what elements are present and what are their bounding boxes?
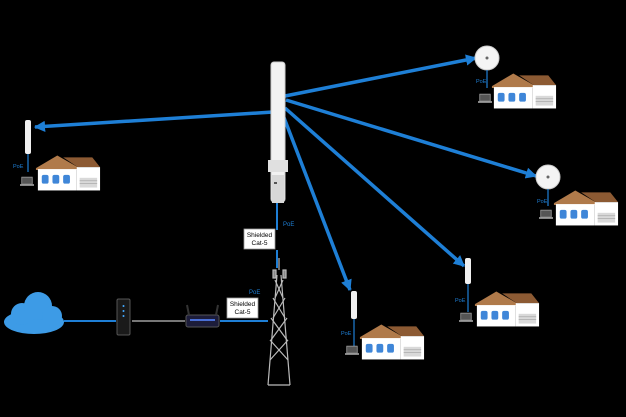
- link-left-cpe: [33, 110, 274, 132]
- house-icon: [474, 290, 540, 327]
- modem-icon: [116, 298, 131, 336]
- cpe-antenna-icon: [465, 258, 471, 284]
- poe-injector-icon: [345, 345, 359, 356]
- cpe-antenna-icon: [351, 291, 357, 319]
- cloud-icon: [4, 292, 64, 334]
- poe-injector-icon: [539, 209, 553, 220]
- house-icon: [35, 154, 101, 191]
- poe-label: PoE: [341, 331, 352, 337]
- wireless-links: [33, 54, 538, 292]
- client-site-top-right: PoE: [474, 45, 557, 109]
- omni-antenna-icon: [268, 61, 288, 203]
- cpe-antenna-icon: [25, 120, 31, 154]
- poe-label: PoE: [13, 164, 24, 170]
- cat5-label: Cat-5: [235, 309, 251, 316]
- cable-label-router: PoE Shielded Cat-5: [226, 290, 260, 319]
- client-site-left: PoE: [13, 120, 101, 191]
- client-site-right: PoE: [535, 164, 619, 226]
- cable-label-tower-top: PoE Shielded Cat-5: [243, 222, 294, 250]
- house-icon: [553, 189, 619, 226]
- router-icon: [185, 304, 220, 328]
- shielded-label: Shielded: [230, 301, 256, 308]
- tower-icon: [267, 258, 291, 386]
- link-right-dish: [285, 98, 538, 179]
- poe-label: PoE: [249, 290, 260, 296]
- shielded-label: Shielded: [247, 232, 273, 239]
- house-icon: [359, 323, 425, 360]
- wired-cables: [64, 203, 278, 322]
- poe-label: PoE: [537, 199, 548, 205]
- poe-injector-icon: [459, 312, 473, 323]
- client-site-bottom: PoE: [341, 291, 425, 360]
- poe-label: PoE: [455, 298, 466, 304]
- house-icon: [491, 72, 557, 109]
- link-top-dish: [284, 54, 478, 98]
- poe-label: PoE: [283, 222, 294, 228]
- client-site-lower-right: PoE: [455, 258, 540, 327]
- poe-injector-icon: [20, 176, 34, 187]
- poe-injector-icon: [478, 93, 492, 104]
- poe-label: PoE: [476, 79, 487, 85]
- cat5-label: Cat-5: [252, 240, 268, 247]
- link-bottom-cpe: [281, 114, 352, 292]
- link-right-cpe: [283, 106, 466, 268]
